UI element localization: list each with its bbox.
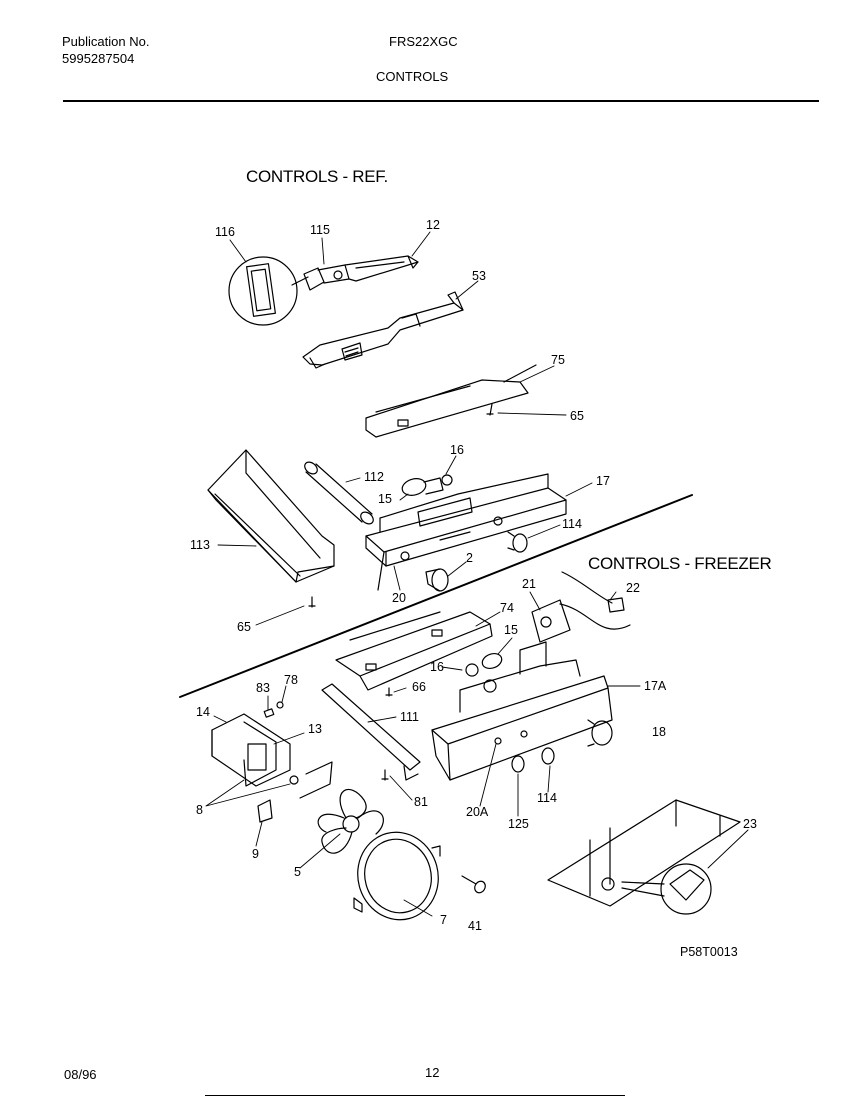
fan-motor-bracket-part — [212, 714, 332, 798]
footer-date: 08/96 — [64, 1067, 97, 1082]
ref-knobs-part — [426, 532, 527, 591]
callout-83: 83 — [256, 681, 270, 695]
callout-20: 20 — [392, 591, 406, 605]
section-name: CONTROLS — [376, 69, 449, 84]
screw-65-lower — [309, 597, 315, 607]
callout-81: 81 — [414, 795, 428, 809]
callout-115: 115 — [310, 223, 330, 237]
callout-125: 125 — [508, 817, 529, 831]
callout-116: 116 — [215, 225, 235, 239]
callout-112: 112 — [364, 470, 384, 484]
callout-13: 13 — [308, 722, 322, 736]
callout-9: 9 — [252, 847, 259, 861]
leader-lines — [206, 232, 748, 916]
ref-controls-title: CONTROLS - REF. — [246, 167, 388, 186]
control-bracket-part — [303, 292, 463, 368]
callout-111: 111 — [400, 710, 420, 724]
callout-114-ref: 114 — [562, 517, 582, 531]
callout-16-ref: 16 — [450, 443, 464, 457]
freezer-control-housing-part — [432, 642, 612, 780]
trim-channel-part — [208, 450, 334, 582]
callout-14: 14 — [196, 705, 210, 719]
callout-113: 113 — [190, 538, 210, 552]
callout-18: 18 — [652, 725, 666, 739]
ref-lamp-part — [400, 475, 452, 498]
publication-number: 5995287504 — [62, 51, 135, 66]
publication-label: Publication No. — [62, 34, 150, 49]
callout-8: 8 — [196, 803, 203, 817]
callout-53: 53 — [472, 269, 486, 283]
footer-rule — [205, 1095, 625, 1096]
callout-17: 17 — [596, 474, 610, 488]
callout-74: 74 — [500, 601, 514, 615]
callout-22: 22 — [626, 581, 640, 595]
callout-17A: 17A — [644, 679, 667, 693]
freezer-small-knobs-part — [512, 748, 554, 772]
freezer-lamp-part — [466, 651, 504, 676]
callout-15-ref: 15 — [378, 492, 392, 506]
cover-plate-part — [366, 365, 536, 437]
freezer-cover-plate-part — [336, 612, 492, 690]
callout-7: 7 — [440, 913, 447, 927]
fan-blade-part — [318, 790, 383, 854]
liner-detail-part — [548, 800, 740, 914]
callout-15-freezer: 15 — [504, 623, 518, 637]
screw-41-part — [462, 876, 487, 895]
callout-41: 41 — [468, 919, 482, 933]
callout-21: 21 — [522, 577, 536, 591]
callout-16-freezer: 16 — [430, 660, 444, 674]
fan-shroud-part — [348, 823, 448, 929]
callout-2: 2 — [466, 551, 473, 565]
freezer-light-tube-part — [322, 684, 420, 780]
callout-65-upper: 65 — [570, 409, 584, 423]
light-shield-part — [229, 257, 308, 325]
callout-12: 12 — [426, 218, 440, 232]
callout-23: 23 — [743, 817, 757, 831]
callout-5: 5 — [294, 865, 301, 879]
drawing-code: P58T0013 — [680, 945, 738, 959]
model-number: FRS22XGC — [389, 34, 458, 49]
callout-65-lower: 65 — [237, 620, 251, 634]
thermostat-part — [532, 572, 630, 642]
mounting-clip-part — [258, 800, 272, 822]
callout-114-freezer: 114 — [537, 791, 557, 805]
header-rule — [63, 100, 819, 102]
small-fasteners — [264, 688, 392, 780]
freezer-controls-title: CONTROLS - FREEZER — [588, 554, 772, 573]
light-socket-part — [304, 256, 418, 290]
light-tube-part — [302, 460, 375, 527]
callout-75: 75 — [551, 353, 565, 367]
page-number: 12 — [425, 1065, 440, 1080]
callout-20A: 20A — [466, 805, 489, 819]
section-divider-line — [180, 495, 692, 697]
callout-78: 78 — [284, 673, 298, 687]
freezer-knob-part — [588, 720, 612, 746]
ref-control-housing-part — [366, 474, 566, 590]
callout-66: 66 — [412, 680, 426, 694]
